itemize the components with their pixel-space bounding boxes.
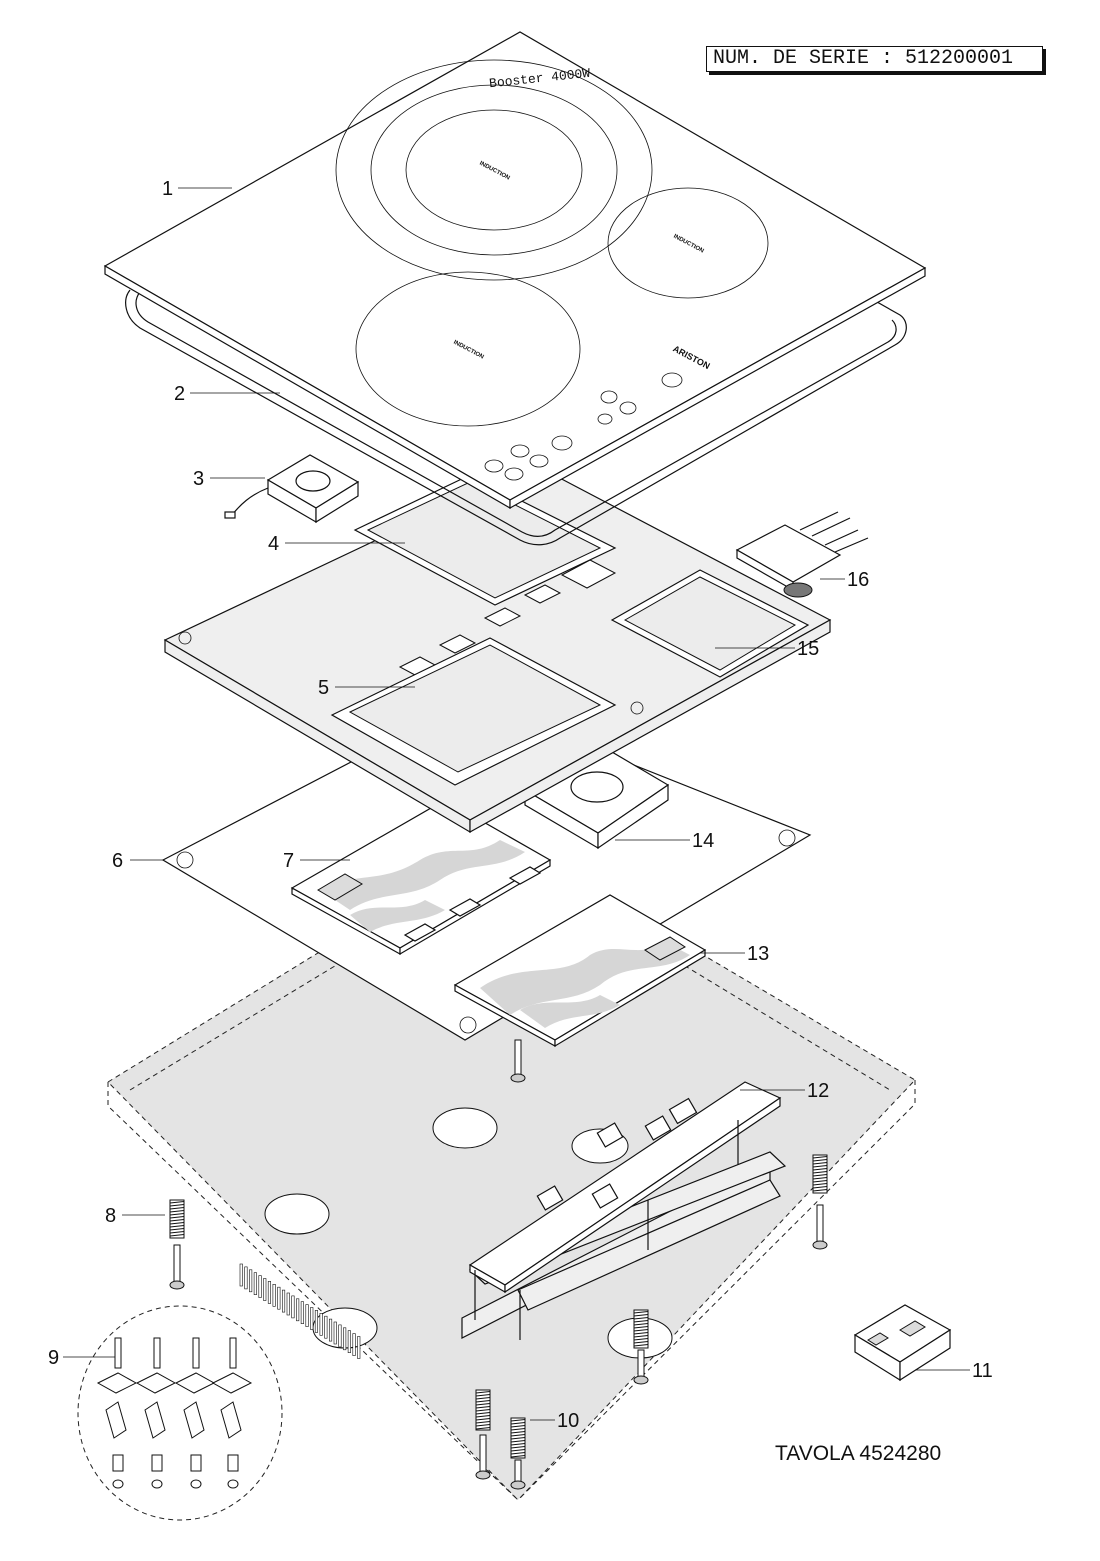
spring — [812, 1154, 828, 1194]
callout-11: 11 — [972, 1360, 993, 1382]
spring — [169, 1199, 185, 1239]
callout-3: 3 — [193, 468, 204, 490]
callout-5: 5 — [318, 677, 329, 699]
base-tray — [107, 837, 916, 1501]
callout-6: 6 — [112, 850, 123, 872]
post — [510, 1039, 526, 1083]
spring — [510, 1417, 526, 1459]
post — [510, 1459, 526, 1490]
callout-7: 7 — [283, 850, 294, 872]
fan-large — [523, 741, 670, 850]
fixing-set — [96, 1337, 138, 1489]
power-board-left — [290, 799, 552, 956]
post — [475, 1434, 491, 1480]
callout-8: 8 — [105, 1205, 116, 1227]
coil-support-plate — [163, 464, 832, 834]
fan-small — [224, 454, 360, 524]
post — [812, 1204, 828, 1250]
post — [169, 1244, 185, 1290]
callout-12: 12 — [807, 1080, 829, 1102]
spring — [475, 1389, 491, 1431]
callout-13: 13 — [747, 943, 769, 965]
callout-14: 14 — [692, 830, 714, 852]
frame-seal — [125, 99, 907, 546]
fixing-set — [135, 1337, 177, 1489]
post — [633, 1349, 649, 1385]
serial-number-box: NUM. DE SERIE : 512200001 — [706, 46, 1043, 72]
fixing-set — [211, 1337, 253, 1489]
terminal-block — [853, 1304, 952, 1382]
callout-2: 2 — [174, 383, 185, 405]
glass-ceramic-top: INDUCTION INDUCTION INDUCTION Booster 40… — [103, 31, 927, 510]
springs-and-posts — [169, 1039, 828, 1490]
sensor-module — [735, 511, 869, 598]
touch-controls — [484, 372, 683, 481]
side-vent-slots — [239, 1263, 361, 1359]
fixing-kit — [77, 1305, 283, 1521]
table-reference: TAVOLA 4524280 — [775, 1442, 942, 1465]
callout-16: 16 — [847, 569, 869, 591]
callout-numbers: 1 2 3 4 5 6 7 8 9 10 11 12 13 14 15 16 — [48, 178, 993, 1432]
callout-9: 9 — [48, 1347, 59, 1369]
callout-10: 10 — [557, 1410, 579, 1432]
callout-4: 4 — [268, 533, 279, 555]
spring — [633, 1309, 649, 1349]
callout-leaders — [63, 187, 970, 1421]
callout-15: 15 — [797, 638, 819, 660]
power-board-right — [453, 894, 707, 1048]
callout-1: 1 — [162, 178, 173, 200]
standoffs — [474, 1120, 739, 1340]
control-board — [468, 1081, 782, 1340]
fixing-set — [174, 1337, 216, 1489]
